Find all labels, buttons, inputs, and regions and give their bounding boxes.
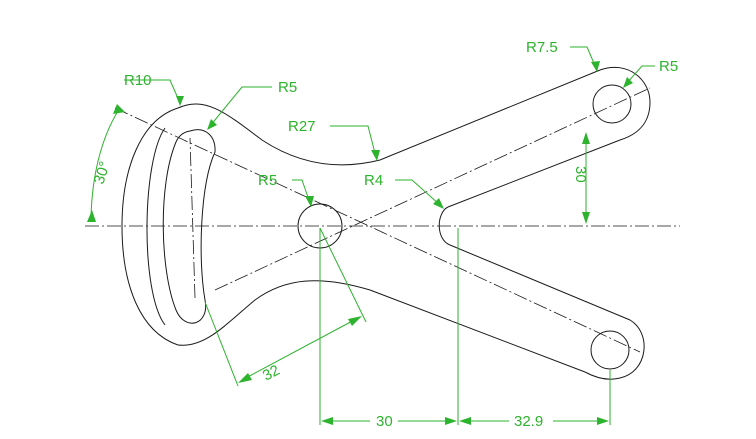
- upper-arm-centerline: [214, 87, 651, 291]
- center-lines: [85, 87, 680, 353]
- lower-arm-centerline: [114, 107, 641, 353]
- aligned-32-ext-left: [204, 301, 239, 387]
- r27-leader: [330, 125, 377, 158]
- r5-slot-label: R5: [278, 79, 297, 96]
- vertical-30-label: 30: [572, 166, 589, 183]
- r5-center-leader: [292, 179, 311, 204]
- aligned-32-label: 32: [260, 362, 283, 385]
- angle-30-label: 30°: [91, 159, 114, 186]
- r5-top-right-label: R5: [659, 58, 678, 75]
- r4-leader: [395, 179, 441, 206]
- horizontal-30-arrow-left: [321, 417, 333, 425]
- r5-center-label: R5: [258, 172, 277, 189]
- lower-right-hole: [590, 330, 630, 370]
- angle-30-arrow-top: [113, 104, 125, 114]
- lower-waist-curve: [177, 280, 371, 346]
- upper-arm-top-edge: [379, 69, 601, 161]
- angle-30-arc: [90, 107, 121, 219]
- r10-label: R10: [124, 72, 152, 89]
- lower-arm-bottom-edge: [369, 289, 586, 373]
- r5-slot-leader: [209, 86, 272, 127]
- aligned-32-arrow-right: [348, 316, 362, 326]
- lower-right-boss-arc: [584, 319, 645, 380]
- r7-5-label: R7.5: [526, 39, 558, 56]
- r5-center-arrow: [305, 196, 314, 207]
- outer-left-arc: [121, 107, 179, 346]
- r27-label: R27: [288, 118, 316, 135]
- r7-5-leader: [570, 46, 597, 69]
- r4-label: R4: [364, 172, 383, 189]
- horizontal-32-9-label-bg: [509, 410, 553, 430]
- horizontal-30-label: 30: [376, 413, 393, 430]
- r5-top-right-leader: [625, 65, 655, 85]
- r5-slot-arrow: [207, 119, 217, 130]
- vertical-30-arrow-bottom: [582, 212, 590, 224]
- horizontal-30-label-bg: [370, 410, 398, 430]
- r5-top-right-arrow: [623, 77, 633, 88]
- upper-waist-curve: [177, 103, 381, 166]
- r4-arrow: [433, 198, 444, 209]
- horizontal-32-9-arrow-right: [597, 417, 609, 425]
- lower-arm-top-edge: [449, 244, 631, 321]
- aligned-32-dim-line: [241, 317, 359, 381]
- part-outline: [121, 66, 651, 380]
- upper-right-boss-arc: [599, 66, 651, 141]
- r7-5-arrow: [591, 61, 600, 72]
- curved-slot: [162, 129, 216, 324]
- r10-leader: [124, 79, 181, 104]
- upper-arm-bottom-edge: [447, 139, 621, 208]
- slot-centerline: [189, 137, 196, 299]
- upper-right-hole: [592, 84, 632, 124]
- aligned-32-ext-right: [319, 227, 367, 323]
- r4-notch-arc: [438, 206, 451, 246]
- dimensions: 30° R10 R5 R27 R5 R4 R7.5 R5 30: [87, 39, 678, 430]
- vertical-30-arrow-top: [582, 132, 590, 144]
- horizontal-32-9-label: 32.9: [514, 413, 543, 430]
- r10-arrow: [176, 96, 184, 106]
- aligned-32-arrow-left: [238, 373, 252, 383]
- slot-outer-contour: [146, 127, 166, 326]
- r27-arrow: [371, 150, 380, 161]
- angle-30-arrow-bottom: [87, 210, 96, 222]
- horizontal-32-9-arrow-left: [459, 417, 471, 425]
- horizontal-30-arrow-right: [445, 417, 457, 425]
